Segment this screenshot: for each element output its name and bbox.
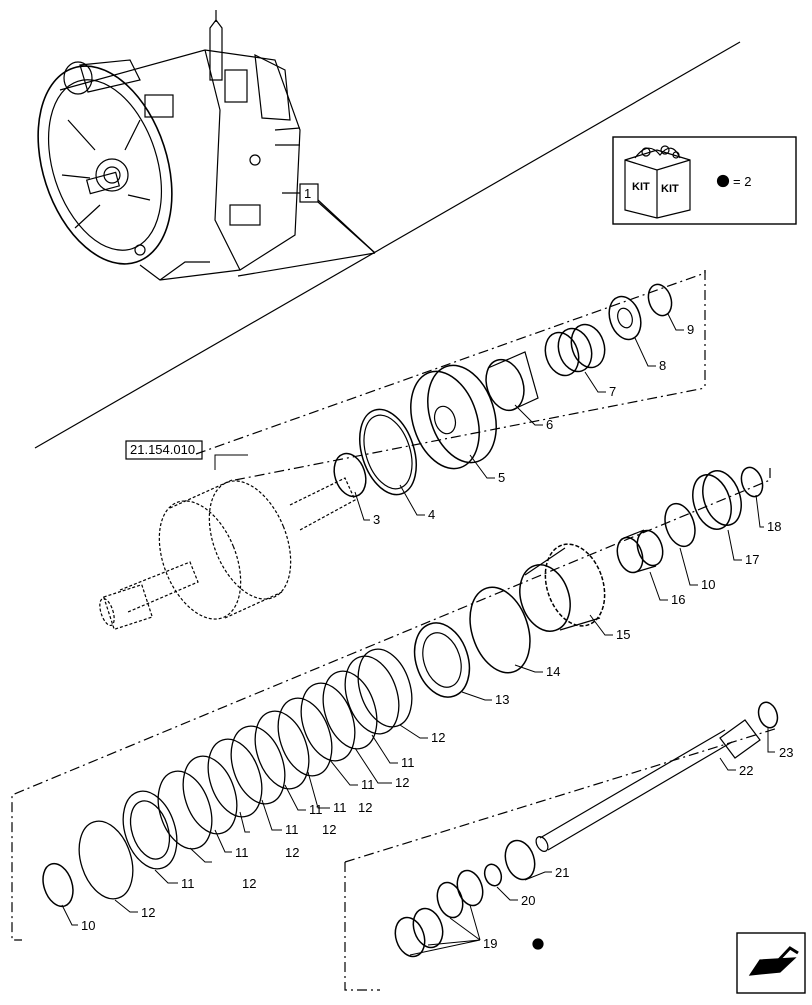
part-label-18: 18 <box>767 519 781 534</box>
reference-code-label[interactable]: 21.154.010 <box>130 442 195 457</box>
part-label-15: 15 <box>616 627 630 642</box>
part-label-9: 9 <box>687 322 694 337</box>
clutch-disc-pack <box>78 648 413 900</box>
kit-bullet-icon <box>716 174 730 188</box>
part-label-12-1: 12 <box>431 730 445 745</box>
part-6-sleeve <box>485 351 539 412</box>
kit-bullet-icon-19 <box>532 938 544 950</box>
part-16-needle-bearing <box>616 529 664 574</box>
part-label-12-6: 12 <box>242 876 256 891</box>
part-label-16: 16 <box>671 592 685 607</box>
part-20-snap-ring <box>483 863 503 887</box>
kit-legend-text: = 2 <box>733 174 751 189</box>
part-17-bearing <box>692 470 742 530</box>
part-22-shaft <box>535 719 761 852</box>
part-label-11-5: 11 <box>285 822 299 837</box>
kit-legend <box>612 136 797 225</box>
part-8-washer <box>608 295 642 341</box>
part-label-22: 22 <box>739 763 753 778</box>
part-label-3: 3 <box>373 512 380 527</box>
part-label-17: 17 <box>745 552 759 567</box>
part-18-snap-ring <box>740 466 764 498</box>
part-19-seal-rings <box>394 869 484 958</box>
part-5-piston <box>410 364 497 470</box>
part-label-11-1: 11 <box>401 755 415 770</box>
leader-lines <box>61 313 775 956</box>
reference-shaft-assembly <box>99 477 356 631</box>
part-13-plate <box>413 622 471 698</box>
separator-line <box>34 41 741 449</box>
part-label-14: 14 <box>546 664 560 679</box>
kit-text-1: KIT <box>632 181 650 193</box>
part-label-10-top: 10 <box>701 577 715 592</box>
part-label-6: 6 <box>546 417 553 432</box>
part-label-19: 19 <box>483 936 497 951</box>
part-label-12-4: 12 <box>322 822 336 837</box>
part-label-10-bottom: 10 <box>81 918 95 933</box>
part-3-ring <box>333 452 367 498</box>
part-label-12-5: 12 <box>285 845 299 860</box>
part-label-7: 7 <box>609 384 616 399</box>
part-label-11-3: 11 <box>333 800 347 815</box>
part-label-4: 4 <box>428 507 435 522</box>
part-label-11-2: 11 <box>361 777 375 792</box>
part-label-12-2: 12 <box>395 775 409 790</box>
part-9-snap-ring <box>647 283 673 317</box>
part-label-23: 23 <box>779 745 793 760</box>
part-label-12-3: 12 <box>358 800 372 815</box>
part-label-20: 20 <box>521 893 535 908</box>
part-14-ring <box>469 586 531 674</box>
part-23-snap-ring <box>757 701 779 729</box>
kit-text-2: KIT <box>661 183 679 195</box>
part-label-12-7: 12 <box>141 905 155 920</box>
part-7-spring <box>544 323 606 377</box>
assembly-callout-label: 1 <box>304 186 311 201</box>
part-10-washer-top <box>664 502 696 548</box>
reference-code-box <box>125 440 203 460</box>
part-label-11-6: 11 <box>235 845 249 860</box>
navigation-arrow-icon[interactable] <box>736 932 806 994</box>
transmission-assembly <box>37 10 301 281</box>
part-label-13: 13 <box>495 692 509 707</box>
part-label-5: 5 <box>498 470 505 485</box>
part-label-8: 8 <box>659 358 666 373</box>
part-10-washer-bottom <box>42 862 74 908</box>
part-label-11-4: 11 <box>309 802 323 817</box>
part-label-21: 21 <box>555 865 569 880</box>
part-4-ring <box>359 408 417 496</box>
part-label-11-7: 11 <box>181 876 195 891</box>
